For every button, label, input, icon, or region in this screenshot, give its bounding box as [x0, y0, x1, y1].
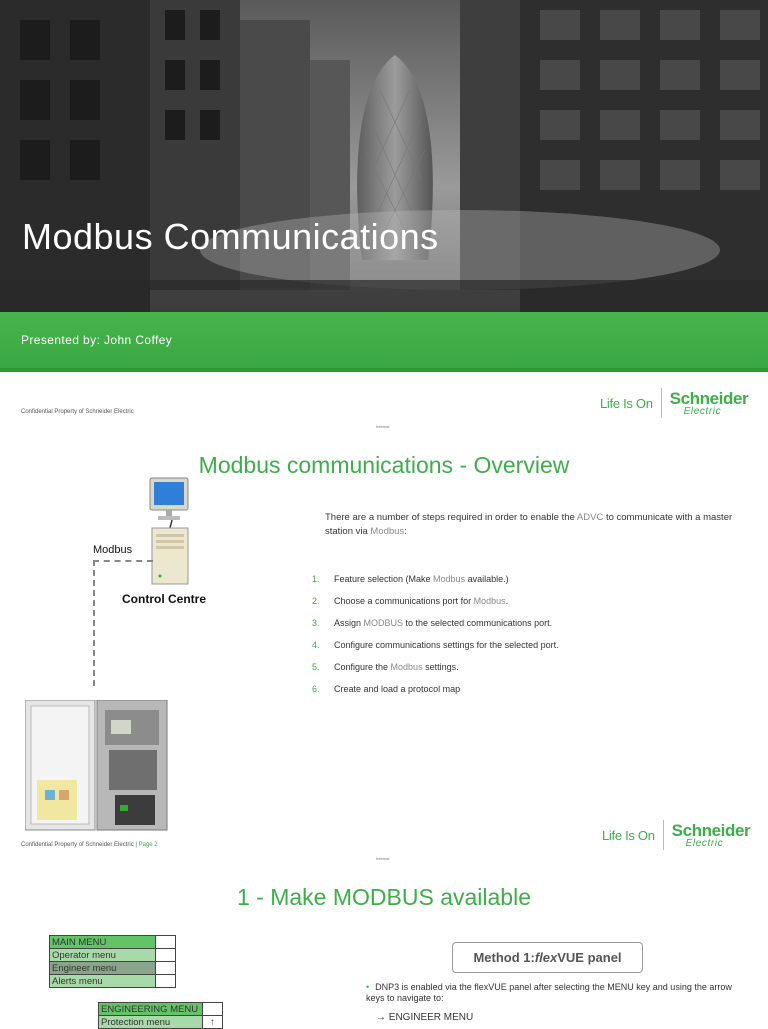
footer-confidential: Confidential Property of Schneider Elect…: [21, 842, 158, 848]
step-number: 3.: [312, 618, 320, 628]
intro-highlight-modbus: Modbus: [370, 526, 405, 537]
schneider-logo-footer: Life Is On Schneider Electric: [602, 820, 751, 850]
menu-item-alerts[interactable]: Alerts menu: [49, 974, 156, 988]
presenter-name: Presented by: John Coffey: [21, 333, 173, 347]
brand-wordmark: Schneider Electric: [672, 822, 751, 849]
footer-confidential-text: Confidential Property of Schneider Elect…: [21, 842, 139, 848]
confidential-note: Confidential Property of Schneider Elect…: [21, 409, 134, 415]
logo-divider: [662, 820, 664, 850]
step-item: 4. Configure communications settings for …: [312, 634, 752, 656]
bullet-dot: •: [366, 982, 370, 992]
overview-heading: Modbus communications - Overview: [198, 452, 570, 478]
step-text: Feature selection (Make Modbus available…: [334, 574, 509, 584]
logo-divider: [660, 388, 662, 418]
engineering-menu-title: ENGINEERING MENU: [98, 1002, 203, 1016]
step-text: Create and load a protocol map: [334, 684, 461, 694]
step-number: 6.: [312, 684, 320, 694]
brand-top: Schneider: [669, 388, 749, 408]
bullet-text: DNP3 is enabled via the flexVUE panel af…: [366, 982, 732, 1003]
presenter-band: [0, 312, 768, 370]
step-text: Assign MODBUS to the selected communicat…: [334, 618, 553, 628]
scroll-up-arrow-icon[interactable]: ↑: [202, 1015, 223, 1029]
brand-wordmark: Schneider Electric: [670, 390, 749, 417]
brand-top: Schneider: [671, 820, 751, 840]
menu-item-engineer[interactable]: Engineer menu: [49, 961, 156, 975]
slide-title: Modbus Communications: [22, 216, 439, 257]
internal-label: Internal: [376, 424, 390, 429]
make-modbus-slide: 1 - Make MODBUS available MAIN MENU Oper…: [0, 864, 768, 1029]
step-number: 5.: [312, 662, 320, 672]
brand-bottom: Electric: [685, 837, 724, 849]
step-text: Configure communications settings for th…: [334, 640, 559, 650]
engineer-menu-path: → ENGINEER MENU: [376, 1012, 474, 1023]
title-slide: Modbus Communications Presented by: John…: [0, 0, 768, 372]
step-number: 2.: [312, 596, 320, 606]
modbus-link-label: Modbus: [93, 544, 133, 556]
overview-intro: There are a number of steps required in …: [325, 511, 745, 539]
city-skyline-image: [0, 0, 768, 312]
method-flex: flex: [534, 950, 558, 965]
slide3-heading: 1 - Make MODBUS available: [237, 884, 531, 910]
internal-label: Internal: [376, 856, 390, 861]
advc-cabinet-image: [25, 700, 168, 831]
menu-item-operator[interactable]: Operator menu: [49, 948, 156, 962]
method-prefix: Method 1:: [473, 950, 535, 965]
life-is-on-tagline: Life Is On: [600, 395, 653, 411]
computer-icon: [149, 477, 189, 585]
control-centre-label: Control Centre: [122, 592, 206, 606]
brand-bottom: Electric: [683, 405, 722, 417]
modbus-link-vertical: [93, 560, 95, 686]
main-menu-title: MAIN MENU: [49, 935, 156, 949]
modbus-link-horizontal: [93, 560, 153, 562]
main-menu-panel: MAIN MENU Operator menu Engineer menu Al…: [49, 935, 176, 988]
intro-text-3: :: [404, 526, 407, 537]
intro-text-2: to communicate with a master station via: [325, 512, 733, 537]
engineering-menu-panel: ENGINEERING MENU Protection menu↑: [98, 1002, 223, 1029]
flexvue-bullet: •DNP3 is enabled via the flexVUE panel a…: [366, 982, 736, 1004]
method-suffix: VUE panel: [557, 950, 622, 965]
menu-item-protection[interactable]: Protection menu: [98, 1015, 203, 1029]
page-number: Page 2: [138, 842, 158, 848]
schneider-logo: Life Is On Schneider Electric: [600, 388, 749, 418]
step-text: Choose a communications port for Modbus.: [334, 596, 509, 606]
step-item: 5. Configure the Modbus settings.: [312, 656, 752, 678]
step-text: Configure the Modbus settings.: [334, 662, 459, 672]
step-item: 6. Create and load a protocol map: [312, 678, 752, 700]
step-item: 1. Feature selection (Make Modbus availab…: [312, 568, 752, 590]
step-number: 4.: [312, 640, 320, 650]
life-is-on-tagline: Life Is On: [602, 827, 655, 843]
overview-slide: Confidential Property of Schneider Elect…: [0, 376, 768, 864]
overview-steps: 1. Feature selection (Make Modbus availab…: [312, 568, 752, 700]
band-underline: [0, 368, 768, 372]
step-item: 2. Choose a communications port for Modbu…: [312, 590, 752, 612]
step-item: 3. Assign MODBUS to the selected communic…: [312, 612, 752, 634]
step-number: 1.: [312, 574, 320, 584]
intro-highlight-advc: ADVC: [576, 512, 604, 523]
intro-text-1: There are a number of steps required in …: [325, 512, 577, 523]
